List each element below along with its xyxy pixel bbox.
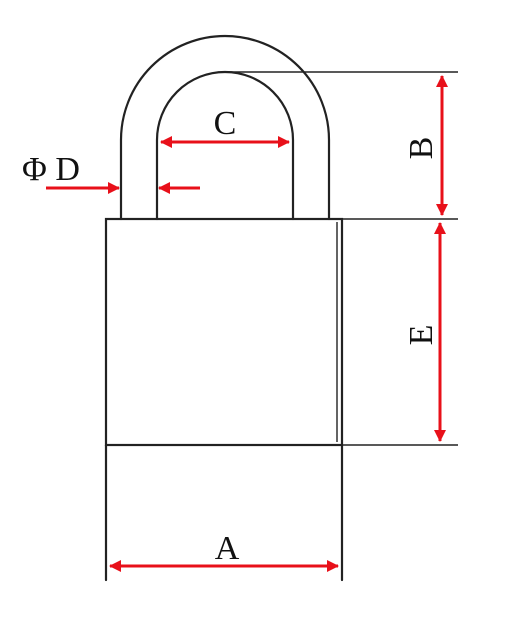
lock-body: [104, 217, 344, 582]
dimension-d: Φ D: [22, 151, 200, 194]
dimension-c-label: C: [214, 105, 237, 142]
shackle-inner-edge: [155, 70, 295, 221]
dimension-b-label: B: [403, 137, 440, 160]
dimension-a-label: A: [215, 530, 240, 567]
dimension-e-label: E: [403, 325, 440, 346]
reference-lines: [225, 71, 458, 446]
lock-body-outline: [104, 217, 344, 447]
shackle-outer-edge: [119, 34, 331, 221]
dimension-c: C: [160, 105, 290, 148]
dimension-d-label: Φ D: [22, 151, 80, 188]
dimension-a: A: [109, 530, 339, 572]
dimension-b: B: [403, 75, 448, 216]
dimension-e: E: [403, 222, 446, 442]
